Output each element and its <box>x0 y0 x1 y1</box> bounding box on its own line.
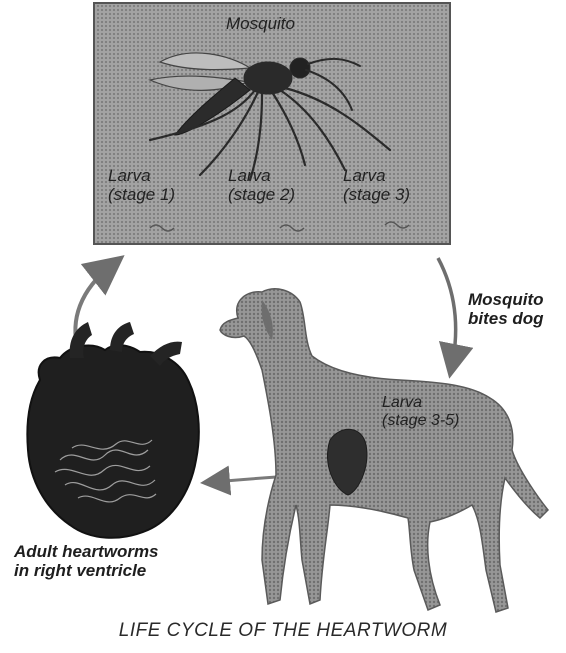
larva-stage2-label: Larva (stage 2) <box>228 166 295 204</box>
larva-stage3-stage: (stage 3) <box>343 185 410 204</box>
larva-stage2-stage: (stage 2) <box>228 185 295 204</box>
larva-dog-title: Larva <box>382 394 459 412</box>
dog-illustration <box>220 289 548 612</box>
mosquito-box <box>94 3 450 244</box>
larva-stage3-label: Larva (stage 3) <box>343 166 410 204</box>
heart-illustration <box>27 322 198 538</box>
bite-label: Mosquito bites dog <box>468 290 544 328</box>
figure-caption: LIFE CYCLE OF THE HEARTWORM <box>0 620 566 642</box>
mosquito-label: Mosquito <box>226 14 295 33</box>
arrow-mosquito-to-dog <box>438 258 456 365</box>
adult-label-line1: Adult heartworms <box>14 542 159 561</box>
larva-stage1-stage: (stage 1) <box>108 185 175 204</box>
adult-heartworms-label: Adult heartworms in right ventricle <box>14 542 159 580</box>
larva-dog-stage: (stage 3-5) <box>382 412 459 430</box>
larva-stage1-label: Larva (stage 1) <box>108 166 175 204</box>
bite-label-line2: bites dog <box>468 309 544 328</box>
adult-label-line2: in right ventricle <box>14 561 159 580</box>
heart-icon <box>27 345 198 538</box>
dog-icon <box>220 289 548 612</box>
larva-dog-label: Larva (stage 3-5) <box>382 394 459 430</box>
mosquito-panel <box>94 3 450 244</box>
larva-stage3-title: Larva <box>343 166 410 185</box>
bite-label-line1: Mosquito <box>468 290 544 309</box>
larva-stage1-title: Larva <box>108 166 175 185</box>
larva-stage2-title: Larva <box>228 166 295 185</box>
